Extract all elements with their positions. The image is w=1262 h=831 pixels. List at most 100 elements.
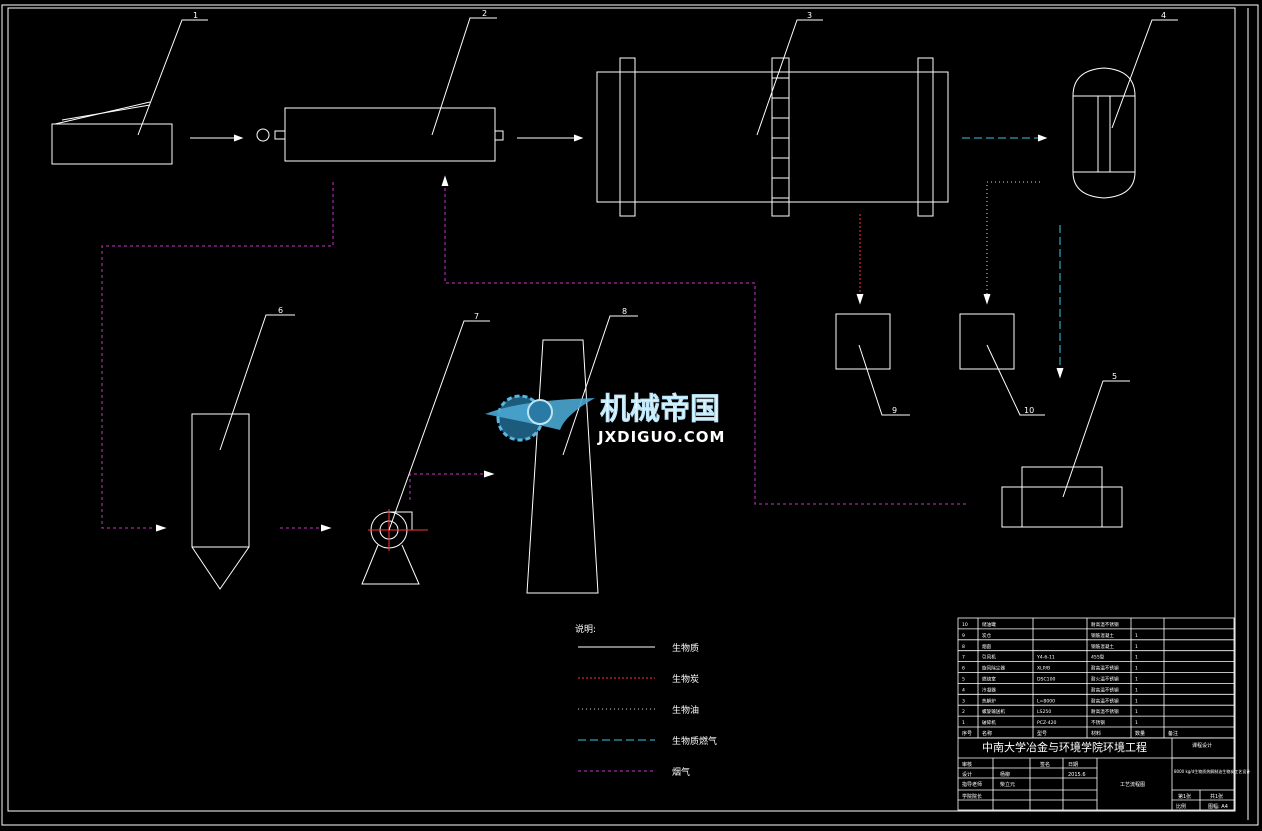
- parts-cell: 1: [1135, 709, 1138, 715]
- parts-cell: 螺旋输送机: [982, 708, 1005, 715]
- parts-cell: 不锈钢: [1091, 719, 1105, 726]
- label-9: 9: [892, 406, 897, 415]
- school-name: 中南大学冶金与环境学院环境工程: [982, 740, 1147, 754]
- role-cell: 杨柳: [1000, 771, 1010, 778]
- label-10: 10: [1024, 406, 1034, 415]
- char-arrow: [856, 293, 864, 305]
- parts-cell: 燃烧室: [982, 676, 996, 683]
- char-silo-equipment: [835, 313, 891, 370]
- parts-header: 型号: [1037, 730, 1047, 737]
- project-name: 8000 kg/d生物质热解制油生物炭工艺设计: [1174, 768, 1250, 774]
- flue-arrow-4: [441, 175, 449, 187]
- sheet-total: 共1张: [1210, 793, 1223, 800]
- parts-cell: 4: [962, 687, 965, 693]
- parts-cell: 引风机: [982, 654, 996, 661]
- parts-cell: 1: [1135, 655, 1138, 661]
- role-cell: 学院院长: [962, 793, 982, 800]
- parts-cell: 储油罐: [982, 621, 996, 628]
- parts-cell: 炭仓: [982, 632, 992, 639]
- legend-label: 生物炭: [672, 673, 699, 685]
- biomass-flow-lines: [190, 134, 584, 142]
- label-1: 1: [193, 11, 198, 20]
- label-6: 6: [278, 306, 283, 315]
- parts-cell: 1: [1135, 687, 1138, 693]
- role-cell: 审核: [962, 761, 972, 768]
- parts-cell: 旋风除尘器: [982, 665, 1005, 672]
- screw-conveyor-equipment: [256, 107, 504, 162]
- parts-header: 名称: [982, 730, 992, 737]
- flue-arrow-1: [155, 524, 167, 532]
- flue-arrow-3: [483, 470, 495, 478]
- parts-cell: 钢筋混凝土: [1091, 632, 1114, 639]
- parts-cell: 耐高温不锈钢: [1091, 621, 1119, 628]
- flue-arrow-2: [320, 524, 332, 532]
- sheet-border: [1, 4, 1259, 826]
- role-cell: 设计: [962, 771, 972, 778]
- legend-label: 生物质: [672, 642, 699, 654]
- parts-cell: 1: [962, 720, 965, 726]
- parts-cell: 冷凝器: [982, 686, 996, 693]
- size-label: 图幅: A4: [1208, 803, 1228, 810]
- parts-cell: 烟囱: [982, 643, 992, 650]
- label-5: 5: [1112, 372, 1117, 381]
- label-7: 7: [474, 312, 479, 321]
- induced-fan-equipment: [361, 509, 428, 585]
- legend-label: 生物质燃气: [672, 735, 717, 747]
- role-cell: 日期: [1068, 762, 1078, 768]
- parts-cell: XLP/B: [1037, 666, 1050, 672]
- combustion-chamber-equipment: [1001, 466, 1123, 528]
- parts-cell: 钢筋混凝土: [1091, 643, 1114, 650]
- parts-cell: 2: [962, 709, 965, 715]
- parts-cell: 1: [1135, 644, 1138, 650]
- parts-cell: 10: [962, 622, 968, 628]
- gas-arrow-2: [1056, 367, 1064, 379]
- flue-gas-flow-lines: [101, 182, 966, 529]
- parts-cell: 1: [1135, 720, 1138, 726]
- parts-cell: 8: [962, 644, 965, 650]
- design-type: 课程设计: [1192, 742, 1212, 749]
- pyrolysis-kiln-equipment: [596, 57, 949, 217]
- legend-label: 烟气: [672, 766, 690, 778]
- parts-cell: 1: [1135, 633, 1138, 639]
- condenser-equipment: [1072, 67, 1136, 199]
- parts-cell: PCZ-420: [1037, 720, 1057, 726]
- parts-cell: Y4-6-11: [1036, 655, 1055, 661]
- label-4: 4: [1161, 11, 1166, 20]
- parts-header: 序号: [962, 730, 972, 737]
- legend-title: 说明:: [575, 623, 596, 635]
- oil-flow-lines: [986, 181, 1040, 296]
- parts-cell: 热解炉: [982, 697, 996, 704]
- cyclone-separator-equipment: [191, 413, 250, 590]
- role-cell: 2015.6: [1068, 772, 1086, 778]
- watermark-logo: 机械帝国 JXDIGUO.COM: [485, 392, 724, 446]
- parts-cell: 6: [962, 666, 965, 672]
- drawing-name: 工艺流程图: [1120, 781, 1145, 788]
- title-block: [957, 617, 1235, 811]
- parts-cell: 455型: [1091, 654, 1105, 661]
- parts-cell: 破碎机: [982, 719, 996, 726]
- parts-cell: 5: [962, 677, 965, 683]
- label-8: 8: [622, 307, 627, 316]
- parts-cell: LS250: [1037, 709, 1051, 715]
- parts-cell: 1: [1135, 677, 1138, 683]
- parts-cell: 1: [1135, 698, 1138, 704]
- parts-cell: L=8000: [1037, 698, 1055, 704]
- gas-flow-lines: [962, 137, 1061, 372]
- parts-cell: 9: [962, 633, 965, 639]
- parts-cell: 耐火温不锈钢: [1091, 676, 1119, 683]
- role-cell: 指导老师: [962, 781, 982, 788]
- role-cell: 柴立元: [1000, 781, 1015, 788]
- watermark-cn: 机械帝国: [600, 392, 720, 427]
- parts-cell: 3: [962, 698, 965, 704]
- parts-header: 备注: [1168, 730, 1178, 737]
- sheet-info: 第1张: [1178, 793, 1191, 800]
- legend-label: 生物油: [672, 704, 699, 716]
- label-3: 3: [807, 11, 812, 20]
- crusher-equipment: [51, 101, 173, 165]
- scale-label: 比例: [1176, 803, 1186, 810]
- parts-cell: DSC100: [1037, 677, 1056, 683]
- drawing-frame: [7, 7, 1236, 812]
- parts-cell: 7: [962, 655, 965, 661]
